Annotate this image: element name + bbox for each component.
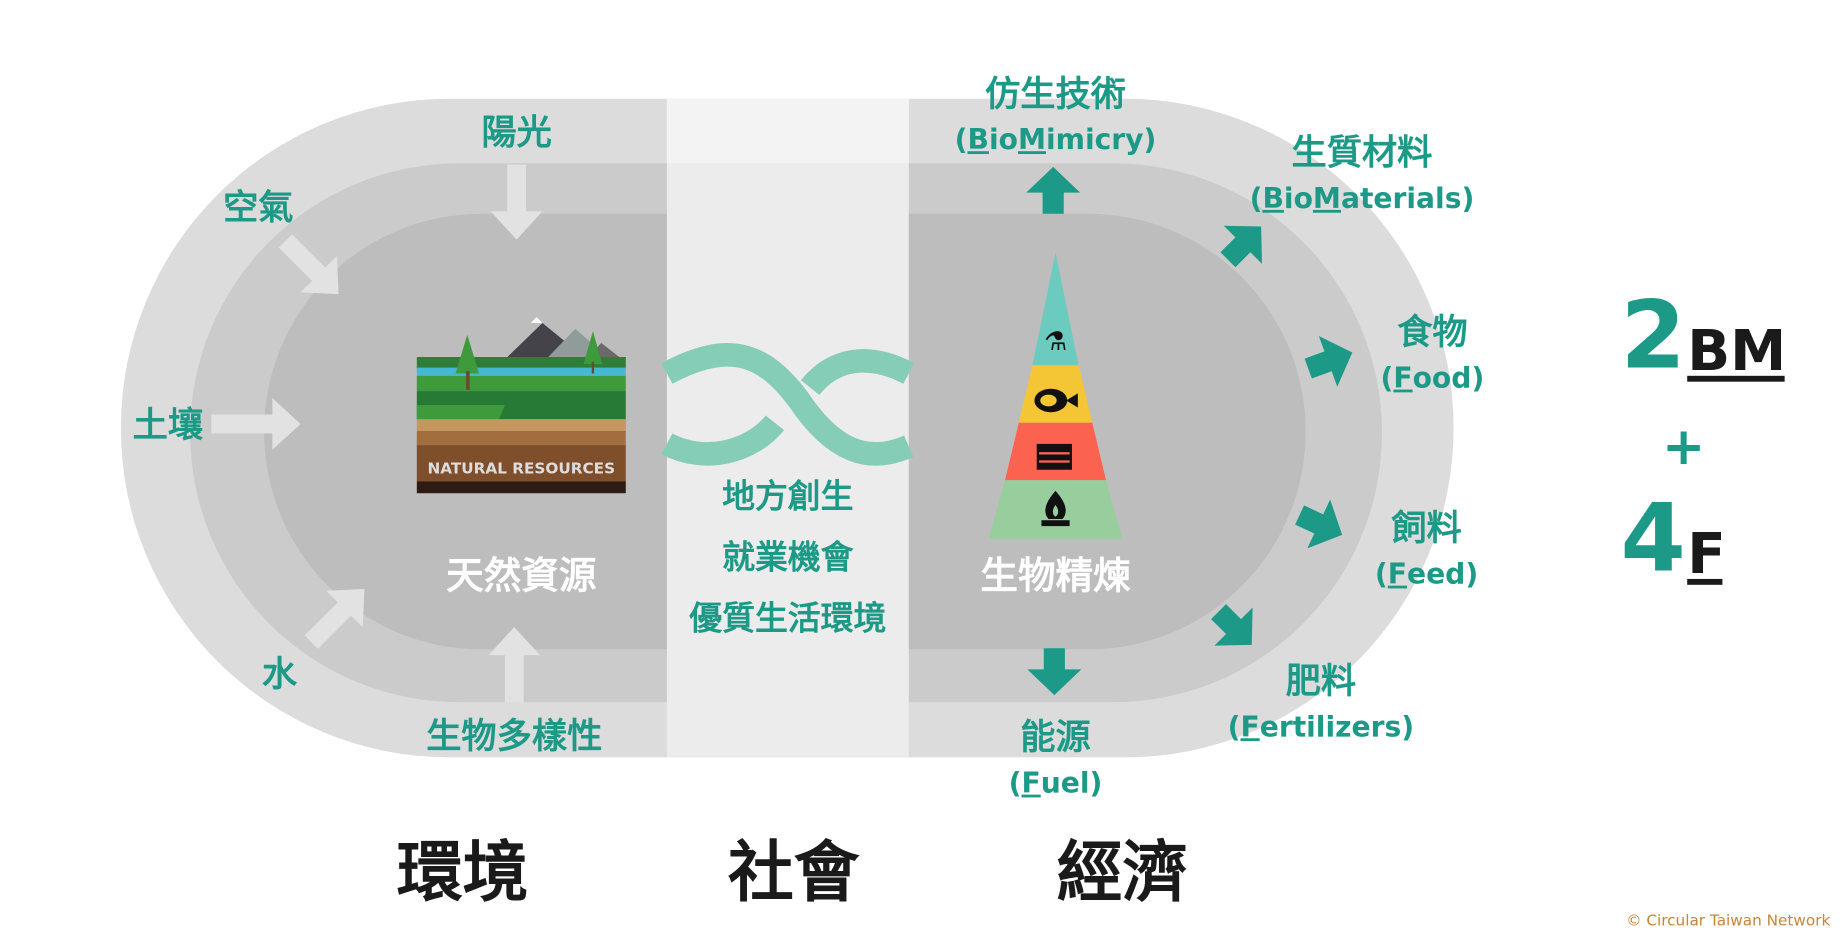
label-air: 空氣 [223,188,293,229]
sublabel-part: B [1262,182,1283,215]
pillar-environment: 環境 [397,834,529,911]
sublabel-part: uel [1041,767,1090,800]
formula-f: F [1687,522,1726,587]
output-label-biomimicry: 仿生技術 [985,74,1126,115]
sublabel-part: ( [1250,182,1263,215]
sublabel-part: imicry [1046,123,1144,156]
pillar-economy: 經濟 [1057,834,1189,911]
sublabel-part: F [1022,767,1041,800]
pyramid-tier-biomimicry [1032,252,1079,366]
label-soil: 土壤 [133,405,204,446]
sublabel-part: ood [1413,362,1472,395]
output-label-food: 食物 [1397,312,1467,353]
formula-bm: BM [1687,319,1786,384]
society-line-3: 優質生活環境 [688,598,886,637]
sublabel-part: eed [1407,558,1465,591]
arrow-air-icon [278,234,339,295]
output-arrows [1026,166,1353,696]
arrow-food-icon [1304,335,1353,387]
biorefinery-title: 生物精煉 [980,553,1131,597]
arrow-biodiversity-icon [488,627,541,703]
output-sublabel-biomimicry: (BioMimicry) [955,123,1157,156]
arrow-water-icon [304,589,365,649]
natural-resources-image: NATURAL RESOURCES [416,317,626,494]
sublabel-part: B [967,123,988,156]
sublabel-part: ( [1380,362,1393,395]
natural-resources-title: 天然資源 [446,553,597,597]
output-label-biomaterials: 生質材料 [1292,132,1433,173]
output-label-fuel: 能源 [1020,717,1090,758]
output-sublabel-fertilizers: (Fertilizers) [1228,710,1415,743]
society-band-top [666,98,909,164]
society-line-1: 地方創生 [722,476,853,515]
sublabel-part: F [1388,558,1407,591]
output-label-feed: 飼料 [1391,508,1461,549]
output-sublabel-fuel: (Fuel) [1009,767,1103,800]
sublabel-part: ) [1465,558,1478,591]
sublabel-part: ) [1461,182,1474,215]
sublabel-part: M [1018,123,1046,156]
society-line-2: 就業機會 [722,537,855,576]
natural-resources-label: NATURAL RESOURCES [428,459,616,477]
sublabel-part: M [1313,182,1341,215]
sublabel-part: F [1393,362,1412,395]
sublabel-part: aterials [1341,182,1462,215]
sublabel-part: ( [1375,558,1388,591]
biorefinery-pyramid: ⚗ [988,252,1123,540]
society-band [666,98,909,758]
arrow-fuel-icon [1027,648,1082,696]
lab-flask-icon: ⚗ [1044,327,1067,357]
sublabel-part: ( [955,123,968,156]
formula-number-2: 2 [1620,282,1685,391]
sublabel-part: ) [1090,767,1103,800]
arrow-sunlight-icon [490,164,543,240]
arrow-soil-icon [211,398,301,450]
sublabel-part: ( [1228,710,1241,743]
sublabel-part: ertilizers [1260,710,1402,743]
formula-f-underline [1687,578,1723,585]
arrow-feed-icon [1295,499,1343,549]
output-sublabel-feed: (Feed) [1375,558,1478,591]
output-sublabel-biomaterials: (BioMaterials) [1250,182,1475,215]
sublabel-part: ( [1009,767,1022,800]
formula-bm-underline [1687,375,1785,382]
sublabel-part: io [1284,182,1313,215]
infinity-icon [661,343,915,466]
sublabel-part: ) [1471,362,1484,395]
flame-icon [1041,490,1070,527]
formula-number-4: 4 [1620,485,1685,594]
arrow-fertilizers-icon [1211,604,1253,646]
sublabel-part: F [1240,710,1259,743]
meat-icon [1034,388,1078,413]
output-label-fertilizers: 肥料 [1286,661,1356,702]
formula-plus: + [1662,417,1705,477]
label-sunlight: 陽光 [481,113,551,154]
sublabel-part: ) [1401,710,1414,743]
label-water: 水 [262,654,298,695]
input-arrows [211,164,543,703]
pillar-society: 社會 [728,834,861,911]
sublabel-part: io [989,123,1018,156]
arrow-biomimicry-icon [1026,166,1081,214]
label-biodiversity: 生物多樣性 [426,716,602,757]
crate-icon [1036,443,1072,470]
sublabel-part: ) [1144,123,1157,156]
arrow-biomaterials-icon [1220,225,1262,268]
output-sublabel-food: (Food) [1380,362,1484,395]
copyright: © Circular Taiwan Network [1626,911,1830,929]
